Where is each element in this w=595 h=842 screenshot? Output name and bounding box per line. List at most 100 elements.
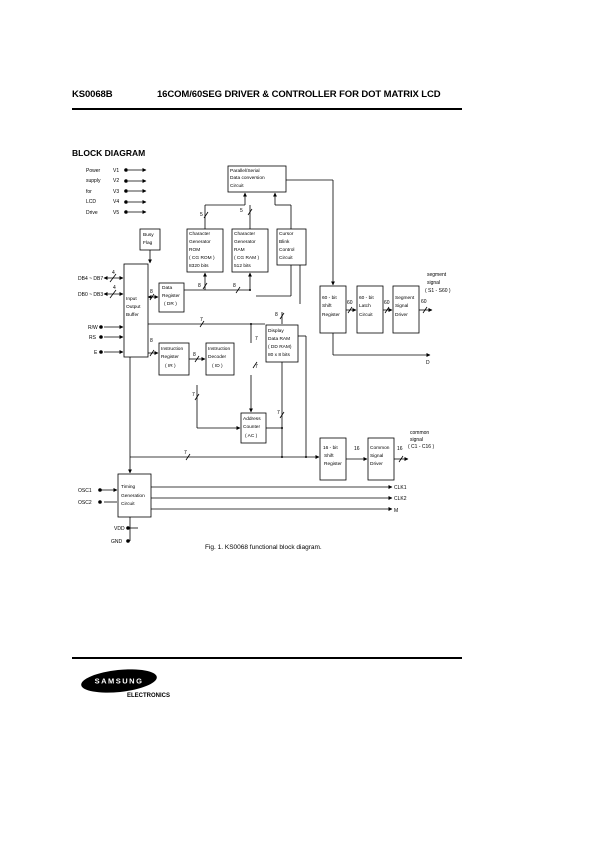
psc-l1: Parallel/Serial <box>230 168 260 174</box>
d-output: D <box>426 360 430 366</box>
iob-l3: Buffer <box>126 312 139 318</box>
pin-dots <box>98 168 307 543</box>
bus-width-label: 4 <box>113 285 116 291</box>
pin-v2: V2 <box>113 178 119 184</box>
cgram-l3: RAM <box>234 247 245 253</box>
bus-width-label: 8 <box>150 338 153 344</box>
segdrv-l3: Driver <box>395 312 408 318</box>
id-l3: ( ID ) <box>212 363 223 369</box>
pin-osc2: OSC2 <box>78 500 92 506</box>
samsung-logo: SAMSUNG <box>81 669 157 693</box>
latch60-l1: 60 - bit <box>359 295 374 301</box>
m-output: M <box>394 508 398 514</box>
bus-width-label: 8 <box>193 352 196 358</box>
tgc-l3: Circuit <box>121 501 135 507</box>
segment-out-l3: ( S1 - S60 ) <box>425 288 451 294</box>
segment-out-l2: signal <box>427 280 440 286</box>
iob-l2: Output <box>126 304 141 310</box>
ddram-l4: 80 x 8 bits <box>268 352 290 358</box>
dr-l2: Register <box>162 293 180 299</box>
io-buffer-block <box>123 263 149 358</box>
header-rule <box>72 108 462 110</box>
shift60-l1: 60 - bit <box>322 295 337 301</box>
bus-width-label: 5 <box>240 208 243 214</box>
cgram-l2: Generator <box>234 239 256 245</box>
instruction-decoder-block <box>205 342 235 376</box>
bus-width-label: 8 <box>233 283 236 289</box>
bus-width-label: 5 <box>200 212 203 218</box>
cursor-l4: Circuit <box>279 255 293 261</box>
bus-width-label: 7 <box>277 410 280 416</box>
pin-rw: R/W <box>88 325 98 331</box>
cursor-l1: Cursor <box>279 231 294 237</box>
cgram-l4: ( CG RAM ) <box>234 255 259 261</box>
ddram-l2: Data RAM <box>268 336 290 342</box>
data-register-block <box>158 282 185 313</box>
pin-v3: V3 <box>113 189 119 195</box>
segdrv-l1: Segment <box>395 295 415 301</box>
pin-osc1: OSC1 <box>78 488 92 494</box>
dr-l3: ( DR ) <box>164 301 177 307</box>
pin-e: E <box>94 350 98 356</box>
cgram-l5: 512 bits <box>234 263 251 269</box>
latch-60-block <box>356 285 384 334</box>
psc-l3: Circuit <box>230 183 244 189</box>
shift16-l1: 16 - bit <box>323 445 338 451</box>
busy-l1: Busy <box>143 232 154 238</box>
shift16-l3: Register <box>324 461 342 467</box>
latch60-l3: Circuit <box>359 312 373 318</box>
bus-width-label: 8 <box>198 283 201 289</box>
segment-out-l1: segment <box>427 272 447 278</box>
ac-l1: Address <box>243 416 261 422</box>
cursor-l3: Control <box>279 247 294 253</box>
shift-register-60-block <box>319 285 347 334</box>
power-pin-arrows <box>128 168 147 214</box>
iob-l1: Input <box>126 296 137 302</box>
ac-l2: Counter <box>243 424 260 430</box>
bus-width-label: 7 <box>184 450 187 456</box>
bus-width-label: 4 <box>112 270 115 276</box>
dr-l1: Data <box>162 285 172 291</box>
ddram-l3: ( DD RAM) <box>268 344 292 350</box>
cgram-l1: Character <box>234 231 255 237</box>
pin-v5: V5 <box>113 210 119 216</box>
pin-vdd: VDD <box>114 526 125 532</box>
power-label-4: LCD <box>86 199 96 205</box>
bus-width-label: 8 <box>150 289 153 295</box>
tgc-l2: Generation <box>121 493 145 499</box>
power-label-1: Power <box>86 168 101 174</box>
id-l1: Instruction <box>208 346 230 352</box>
clk1-output: CLK1 <box>394 485 407 491</box>
shift60-l2: Shift <box>322 303 332 309</box>
id-l2: Decoder <box>208 354 227 360</box>
comdrv-l1: Common <box>370 445 390 451</box>
ir-l1: Instruction <box>161 346 183 352</box>
ir-l2: Register <box>161 354 179 360</box>
cursor-blink-block <box>276 228 307 266</box>
shift60-l3: Register <box>322 312 340 318</box>
tgc-l1: Timing <box>121 484 136 490</box>
pin-v1: V1 <box>113 168 119 174</box>
power-label-2: supply <box>86 178 101 184</box>
clk2-output: CLK2 <box>394 496 407 502</box>
pin-v4: V4 <box>113 199 119 205</box>
cgrom-l5: 8320 bits <box>189 263 209 269</box>
bus-width-label: 60 <box>347 300 353 306</box>
cursor-l2: Blink <box>279 239 290 245</box>
bus-width-label: 60 <box>384 300 390 306</box>
segment-driver-block <box>392 285 420 334</box>
bus-width-label: 7 <box>192 392 195 398</box>
segdrv-l2: Signal <box>395 303 408 309</box>
bus-width-label: 7 <box>255 364 258 370</box>
footer-rule <box>72 657 462 659</box>
common-out-l1: common <box>410 430 429 436</box>
psc-l2: Data conversion <box>230 175 265 181</box>
part-number: KS0068B <box>72 89 113 100</box>
common-out-l2: signal <box>410 437 423 443</box>
ddram-l1: Display <box>268 328 284 334</box>
timing-generator-block <box>117 473 152 518</box>
pin-db-low: DB0 ~ DB3 <box>78 292 103 298</box>
bus-width-label: 60 <box>421 299 427 305</box>
